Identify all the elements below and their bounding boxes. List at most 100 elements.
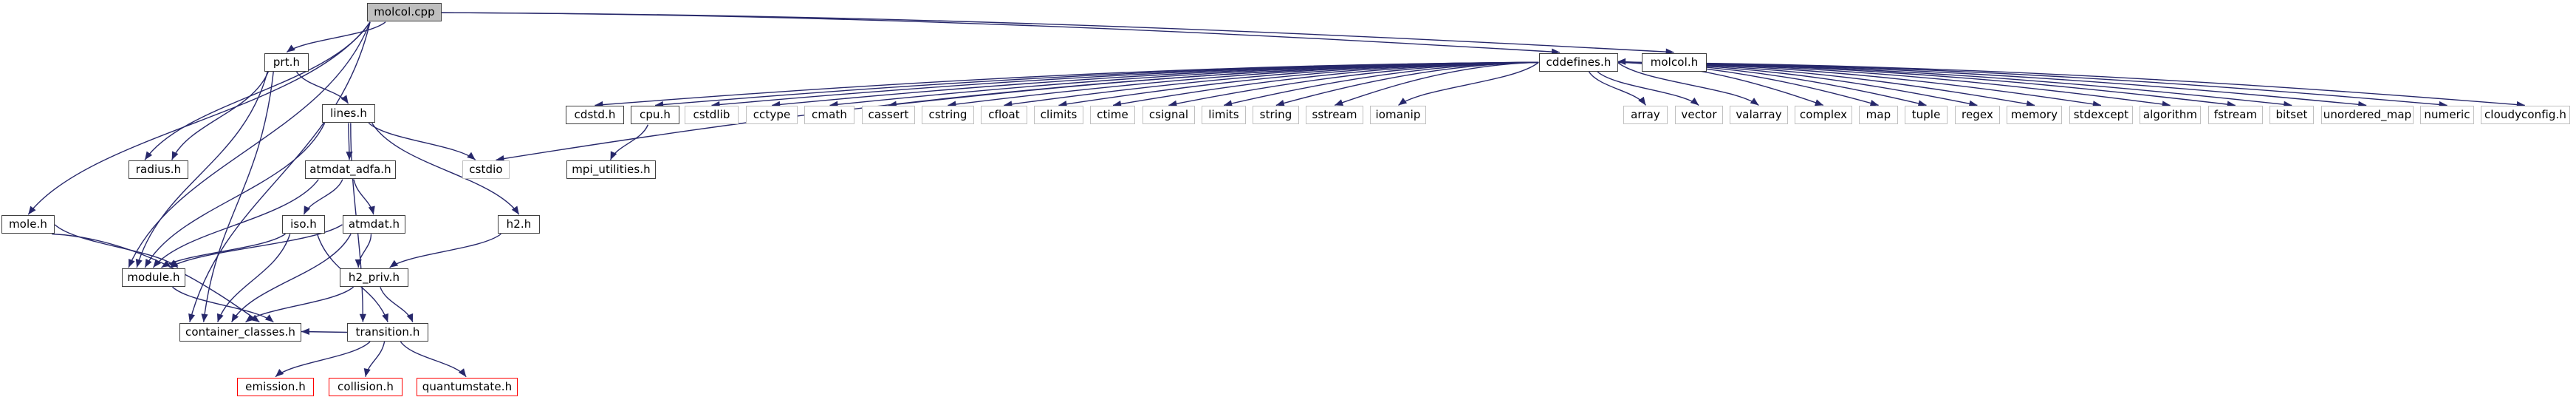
arrowhead-atmdat-h-to-h2-priv-h xyxy=(354,259,362,268)
graph-node-h2-priv-h[interactable]: h2_priv.h xyxy=(340,268,408,287)
graph-node-fstream[interactable]: fstream xyxy=(2208,106,2263,124)
arrowhead-module-h-to-container-classes-h xyxy=(264,314,274,322)
arrowhead-cddefines-h-to-memory xyxy=(2026,100,2035,108)
graph-node-cdstd-h[interactable]: cdstd.h xyxy=(566,106,624,124)
arrowhead-cddefines-h-to-ctime xyxy=(1113,100,1122,108)
graph-node-climits[interactable]: climits xyxy=(1034,106,1083,124)
edge-atmdat-h-to-container-classes-h xyxy=(230,234,352,323)
arrowhead-cddefines-h-to-limits xyxy=(1224,100,1233,107)
graph-node-cfloat[interactable]: cfloat xyxy=(981,106,1027,124)
graph-node-transition-h[interactable]: transition.h xyxy=(347,323,428,342)
arrowhead-cddefines-h-to-array xyxy=(1638,96,1646,106)
edge-lines-h-to-cstdio xyxy=(368,122,476,160)
edge-molcol-cpp-to-module-h xyxy=(128,21,371,268)
graph-node-molcol-h[interactable]: molcol.h xyxy=(1642,53,1707,72)
edge-atmdat-adfa-h-to-module-h xyxy=(152,179,319,268)
arrowhead-h2-h-to-h2-priv-h xyxy=(389,259,399,268)
graph-node-cpu-h[interactable]: cpu.h xyxy=(631,106,679,124)
arrowhead-cddefines-h-to-map xyxy=(1869,100,1879,106)
graph-node-vector[interactable]: vector xyxy=(1675,106,1723,124)
graph-node-stdexcept[interactable]: stdexcept xyxy=(2069,106,2133,124)
graph-node-numeric[interactable]: numeric xyxy=(2420,106,2474,124)
edge-cddefines-h-to-cctype xyxy=(772,61,1539,106)
arrowhead-lines-h-to-transition-h xyxy=(359,313,366,322)
graph-node-limits[interactable]: limits xyxy=(1202,106,1246,124)
graph-node-emission-h[interactable]: emission.h xyxy=(237,378,314,396)
graph-node-bitset[interactable]: bitset xyxy=(2270,106,2314,124)
arrowhead-cddefines-h-to-iomanip xyxy=(1398,98,1408,106)
edge-prt-h-to-lines-h xyxy=(295,71,349,104)
edge-lines-h-to-module-h xyxy=(144,123,326,268)
arrowhead-atmdat-adfa-h-to-module-h xyxy=(153,259,161,268)
graph-node-lines-h[interactable]: lines.h xyxy=(322,104,375,123)
arrowhead-molcol-cpp-to-container-classes-h xyxy=(188,313,196,322)
edge-molcol-cpp-to-prt-h xyxy=(286,21,386,53)
arrowhead-atmdat-adfa-h-to-atmdat-h xyxy=(368,206,375,215)
arrowhead-molcol-cpp-to-radius-h xyxy=(145,151,153,160)
graph-node-regex[interactable]: regex xyxy=(1955,106,2000,124)
graph-node-iomanip[interactable]: iomanip xyxy=(1370,106,1426,124)
graph-node-mole-h[interactable]: mole.h xyxy=(1,215,55,234)
arrowhead-molcol-cpp-to-prt-h xyxy=(287,44,295,52)
arrowhead-atmdat-h-to-container-classes-h xyxy=(231,313,239,322)
arrowhead-lines-h-to-cstdio xyxy=(467,152,476,160)
arrowhead-prt-h-to-module-h xyxy=(135,259,143,268)
graph-node-atmdat-adfa-h[interactable]: atmdat_adfa.h xyxy=(305,160,396,179)
graph-node-memory[interactable]: memory xyxy=(2007,106,2062,124)
arrowhead-transition-h-to-emission-h xyxy=(275,368,284,377)
graph-node-radius-h[interactable]: radius.h xyxy=(129,160,188,179)
graph-node-h2-h[interactable]: h2.h xyxy=(498,215,540,234)
graph-node-iso-h[interactable]: iso.h xyxy=(282,215,325,234)
graph-node-cstring[interactable]: cstring xyxy=(922,106,974,124)
graph-node-cstdio[interactable]: cstdio xyxy=(462,160,510,179)
graph-node-cmath[interactable]: cmath xyxy=(804,106,854,124)
graph-node-atmdat-h[interactable]: atmdat.h xyxy=(343,215,405,234)
arrowhead-cddefines-h-to-sstream xyxy=(1335,99,1344,106)
edge-cddefines-h-to-iomanip xyxy=(1398,61,1539,106)
graph-node-algorithm[interactable]: algorithm xyxy=(2140,106,2201,124)
graph-node-module-h[interactable]: module.h xyxy=(122,268,185,287)
graph-node-string[interactable]: string xyxy=(1253,106,1299,124)
graph-node-cddefines-h[interactable]: cddefines.h xyxy=(1539,53,1618,72)
edge-lines-h-to-h2-h xyxy=(371,123,520,215)
arrowhead-prt-h-to-lines-h xyxy=(340,95,349,104)
graph-node-array[interactable]: array xyxy=(1623,106,1668,124)
graph-node-container-classes-h[interactable]: container_classes.h xyxy=(179,323,301,342)
graph-node-cstdlib[interactable]: cstdlib xyxy=(685,106,739,124)
edge-mole-h-to-container-classes-h xyxy=(52,233,260,323)
graph-node-cctype[interactable]: cctype xyxy=(746,106,798,124)
graph-node-cloudyconfig-h[interactable]: cloudyconfig.h xyxy=(2481,106,2570,124)
graph-node-valarray[interactable]: valarray xyxy=(1730,106,1788,124)
edge-prt-h-to-container-classes-h xyxy=(203,71,274,322)
graph-node-mpi-utilities-h[interactable]: mpi_utilities.h xyxy=(566,160,656,179)
edge-cddefines-h-to-cloudyconfig-h xyxy=(1617,61,2525,106)
edge-cddefines-h-to-csignal xyxy=(1168,61,1539,106)
edge-cddefines-h-to-vector xyxy=(1597,71,1699,106)
graph-node-unordered-map[interactable]: unordered_map xyxy=(2321,106,2414,124)
graph-node-quantumstate-h[interactable]: quantumstate.h xyxy=(417,378,518,396)
arrowhead-cddefines-h-to-valarray xyxy=(1750,98,1759,106)
edge-cddefines-h-to-array xyxy=(1588,71,1646,106)
edge-atmdat-adfa-h-to-iso-h xyxy=(303,179,343,215)
graph-node-prt-h[interactable]: prt.h xyxy=(264,53,309,72)
graph-node-csignal[interactable]: csignal xyxy=(1143,106,1195,124)
arrowhead-prt-h-to-radius-h xyxy=(171,151,179,160)
arrowhead-iso-h-to-container-classes-h xyxy=(216,313,224,322)
graph-node-molcol-cpp[interactable]: molcol.cpp xyxy=(367,3,442,21)
graph-node-collision-h[interactable]: collision.h xyxy=(329,378,402,396)
arrowhead-cddefines-h-to-string xyxy=(1275,100,1285,106)
graph-node-complex[interactable]: complex xyxy=(1795,106,1852,124)
edge-atmdat-h-to-module-h xyxy=(169,224,343,268)
graph-node-ctime[interactable]: ctime xyxy=(1090,106,1135,124)
graph-node-tuple[interactable]: tuple xyxy=(1905,106,1948,124)
arrowhead-lines-h-to-module-h xyxy=(145,259,152,268)
arrowhead-cddefines-h-to-vector xyxy=(1690,97,1699,106)
edge-molcol-cpp-to-container-classes-h xyxy=(189,21,371,322)
graph-node-sstream[interactable]: sstream xyxy=(1306,106,1363,124)
edge-cddefines-h-to-limits xyxy=(1223,61,1539,106)
edge-transition-h-to-emission-h xyxy=(275,341,371,378)
arrowhead-cddefines-h-to-regex xyxy=(1968,100,1978,107)
graph-node-cassert[interactable]: cassert xyxy=(862,106,915,124)
graph-node-map[interactable]: map xyxy=(1859,106,1898,124)
edge-cpu-h-to-mpi-utilities-h xyxy=(609,124,649,160)
